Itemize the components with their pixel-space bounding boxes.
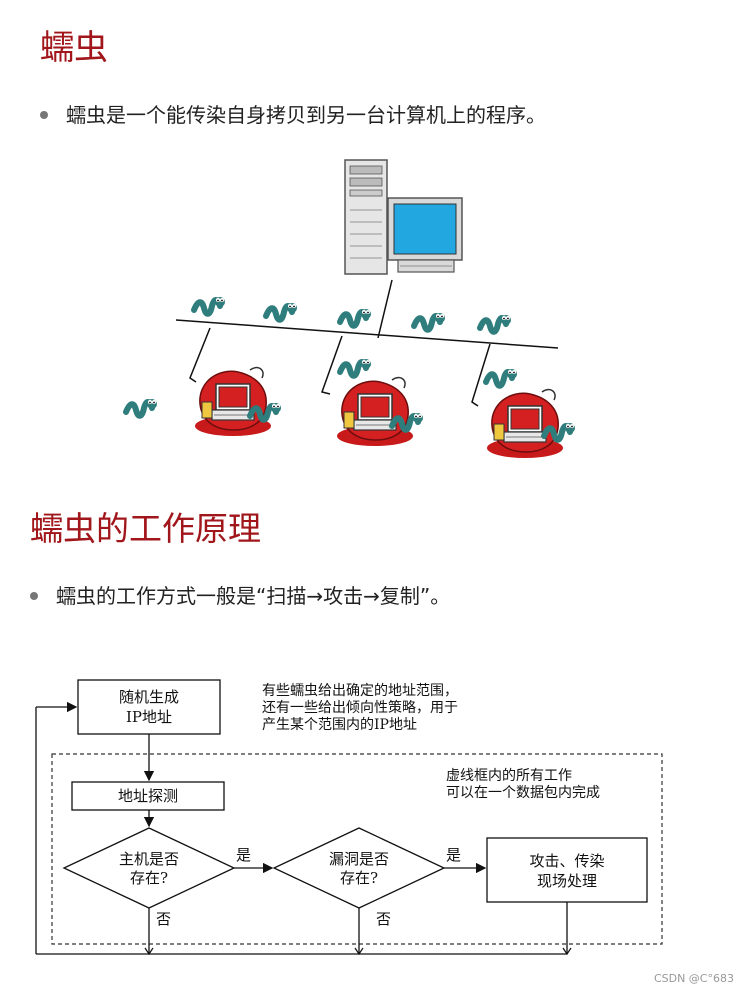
section-title-worm: 蠕虫 bbox=[40, 28, 108, 68]
note-generate-line2: 还有一些给出倾向性策略，用于 bbox=[262, 699, 458, 716]
note-generate-line1: 有些蠕虫给出确定的地址范围， bbox=[262, 682, 458, 699]
network-lines bbox=[175, 279, 559, 407]
box-attack-line1: 攻击、传染 bbox=[529, 852, 604, 870]
no-label-2: 否 bbox=[376, 910, 391, 928]
bullet-worm-definition: 蠕虫是一个能传染自身拷贝到另一台计算机上的程序。 bbox=[40, 99, 546, 128]
watermark: CSDN @C°683 bbox=[653, 972, 734, 985]
decision-vuln-line2: 存在? bbox=[340, 869, 378, 887]
dashed-region bbox=[51, 753, 663, 945]
decision-host-line1: 主机是否 bbox=[119, 850, 179, 868]
yes-label-2: 是 bbox=[446, 846, 461, 864]
box-address-probe-label: 地址探测 bbox=[118, 787, 178, 805]
box-attack-line2: 现场处理 bbox=[537, 872, 597, 890]
decision-host-line2: 存在? bbox=[130, 869, 168, 887]
bullet-text: 蠕虫的工作方式一般是“扫描→攻击→复制”。 bbox=[56, 584, 451, 608]
box-generate-ip-line2: IP地址 bbox=[126, 708, 172, 726]
server-computer-icon bbox=[344, 159, 463, 275]
no-label-1: 否 bbox=[156, 910, 171, 928]
yes-label-1: 是 bbox=[236, 846, 251, 864]
decision-host-exists bbox=[62, 827, 236, 909]
bullet-dot bbox=[30, 591, 38, 600]
note-generate-line3: 产生某个范围内的IP地址 bbox=[262, 716, 417, 733]
decision-vuln-exists bbox=[272, 827, 446, 909]
note-dashed-line2: 可以在一个数据包内完成 bbox=[446, 785, 600, 801]
box-generate-ip-line1: 随机生成 bbox=[119, 688, 179, 706]
note-dashed-line1: 虚线框内的所有工作 bbox=[446, 768, 572, 784]
section-title-worm-principle: 蠕虫的工作原理 bbox=[30, 509, 261, 548]
bullet-dot bbox=[40, 110, 48, 119]
box-attack-infect bbox=[486, 837, 648, 903]
box-generate-ip bbox=[77, 679, 221, 735]
box-address-probe bbox=[71, 781, 225, 811]
bullet-text: 蠕虫是一个能传染自身拷贝到另一台计算机上的程序。 bbox=[66, 103, 546, 127]
decision-vuln-line1: 漏洞是否 bbox=[329, 850, 389, 868]
bullet-worm-method: 蠕虫的工作方式一般是“扫描→攻击→复制”。 bbox=[30, 580, 450, 609]
